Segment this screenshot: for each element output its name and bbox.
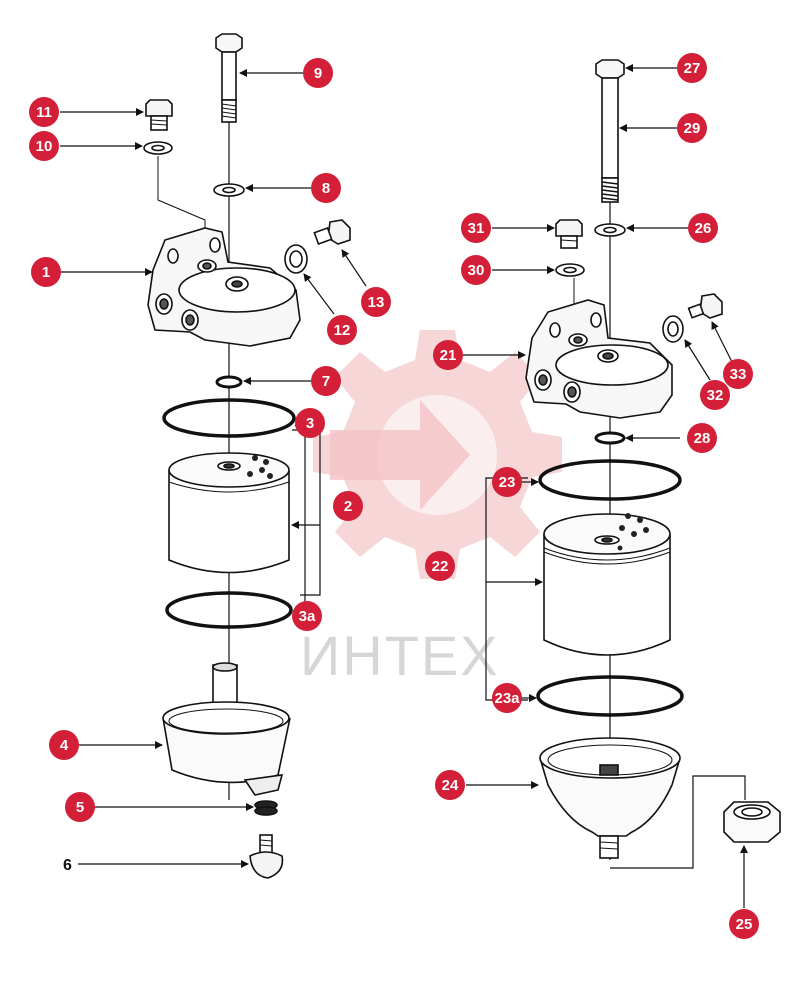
callout-5-label: 5: [76, 799, 84, 816]
callout-29-label: 29: [684, 120, 701, 137]
callout-32: 32: [700, 380, 730, 410]
callout-24-label: 24: [442, 777, 459, 794]
callout-22-label: 22: [432, 558, 449, 575]
callout-32-label: 32: [707, 387, 724, 404]
seal-part-12: [284, 244, 308, 274]
callout-13-label: 13: [368, 294, 385, 311]
callout-8: 8: [311, 173, 341, 203]
callout-10: 10: [29, 131, 59, 161]
bowl-part-4: [162, 662, 291, 796]
callout-22: 22: [425, 551, 455, 581]
callout-25-label: 25: [736, 916, 753, 933]
seal-part-5: [254, 800, 278, 816]
callout-2-label: 2: [344, 498, 352, 515]
callout-23a-label: 23a: [494, 690, 520, 707]
callout-21: 21: [433, 340, 463, 370]
seal-ring-part-3a: [165, 591, 293, 629]
callout-23: 23: [492, 467, 522, 497]
callout-3a-label: 3a: [299, 608, 316, 625]
callout-2: 2: [333, 491, 363, 521]
right-filter-assembly: [485, 59, 781, 869]
callout-26: 26: [688, 213, 718, 243]
callout-30: 30: [461, 255, 491, 285]
oring-part-7: [215, 375, 243, 389]
label-6: 6: [63, 857, 72, 874]
callout-4-label: 4: [60, 737, 69, 754]
callout-10-label: 10: [36, 138, 53, 155]
callout-23-label: 23: [499, 474, 516, 491]
leader-lines: [60, 64, 748, 908]
callout-25: 25: [729, 909, 759, 939]
nut-part-25: [723, 801, 781, 843]
callout-27-label: 27: [684, 60, 701, 77]
callout-12-label: 12: [334, 322, 351, 339]
callout-7-label: 7: [322, 373, 330, 390]
long-bolt-part-27-29: [595, 59, 625, 203]
filter-element-part-2: [168, 452, 290, 574]
banjo-bolt-part-33: [687, 293, 723, 319]
seal-part-32: [662, 315, 684, 343]
seal-ring-part-3: [162, 398, 296, 438]
drain-plug-part-6: [249, 834, 284, 879]
callout-29: 29: [677, 113, 707, 143]
left-filter-assembly: [143, 33, 351, 879]
callout-3: 3: [295, 408, 325, 438]
callout-9: 9: [303, 58, 333, 88]
callout-3-label: 3: [306, 415, 314, 432]
bolt-part-9: [215, 33, 243, 123]
seal-ring-part-23: [538, 459, 682, 501]
callout-5: 5: [65, 792, 95, 822]
callout-11-label: 11: [36, 104, 52, 121]
filter-head-part-21: [525, 299, 673, 419]
callout-23a: 23a: [492, 683, 522, 713]
callout-21-label: 21: [440, 347, 457, 364]
callout-3a: 3a: [292, 601, 322, 631]
callout-1: 1: [31, 257, 61, 287]
callout-4: 4: [49, 730, 79, 760]
oring-part-28: [594, 431, 626, 445]
callout-27: 27: [677, 53, 707, 83]
bowl-part-24: [539, 737, 681, 859]
plug-part-11: [145, 99, 173, 131]
callout-31-label: 31: [468, 220, 485, 237]
filter-head-part-1: [147, 227, 301, 347]
callout-33-label: 33: [730, 366, 747, 383]
callout-1-label: 1: [42, 264, 50, 281]
callout-13: 13: [361, 287, 391, 317]
callout-12: 12: [327, 315, 357, 345]
callout-24: 24: [435, 770, 465, 800]
callout-28: 28: [687, 423, 717, 453]
watermark-logo: [313, 330, 562, 579]
callout-30-label: 30: [468, 262, 485, 279]
callout-33: 33: [723, 359, 753, 389]
callout-31: 31: [461, 213, 491, 243]
plug-part-31: [555, 219, 583, 249]
banjo-bolt-part-13: [313, 219, 351, 246]
callout-28-label: 28: [694, 430, 711, 447]
callout-8-label: 8: [322, 180, 330, 197]
callout-7: 7: [311, 366, 341, 396]
filter-element-part-22: [543, 513, 671, 656]
callout-26-label: 26: [695, 220, 712, 237]
seal-ring-part-23a: [536, 675, 684, 717]
callout-9-label: 9: [314, 65, 322, 82]
callout-11: 11: [29, 97, 59, 127]
watermark-text: ИНТЕХ: [300, 624, 500, 687]
